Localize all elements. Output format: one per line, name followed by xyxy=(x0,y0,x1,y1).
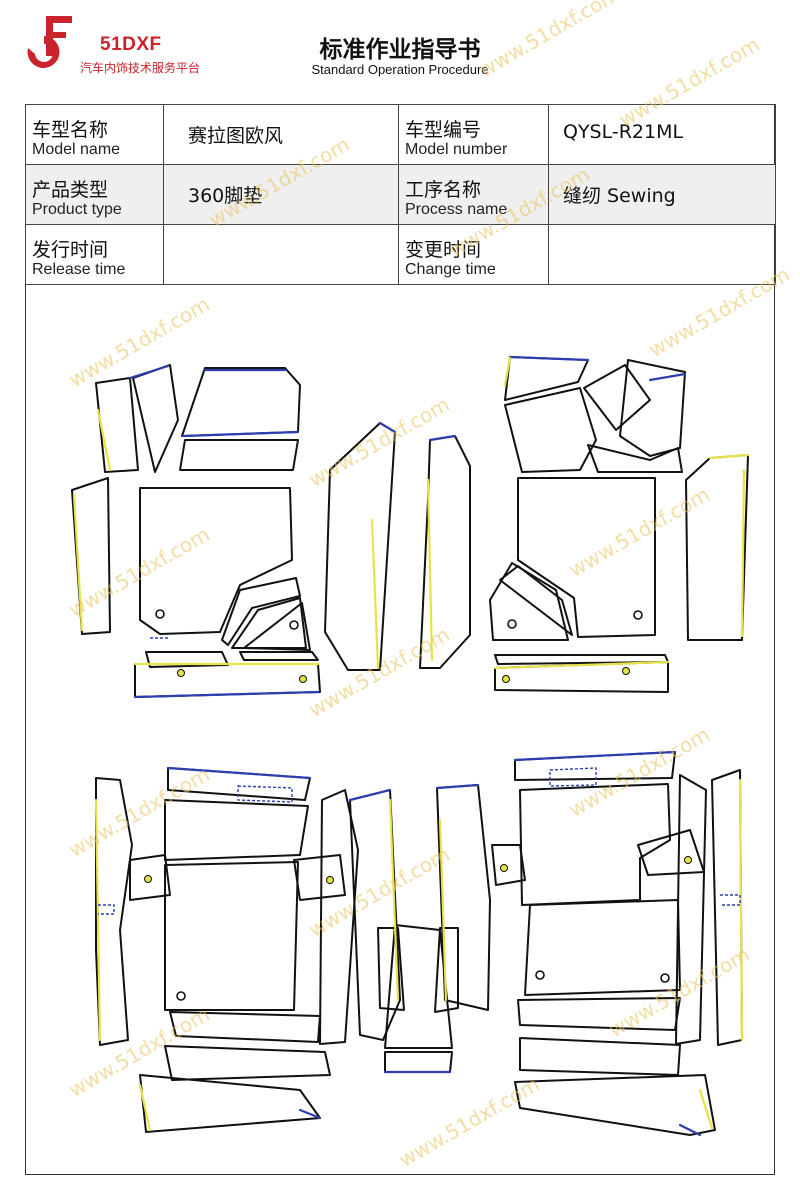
pattern-piece xyxy=(139,1074,321,1133)
edge-accent xyxy=(493,660,670,670)
page-subtitle: Standard Operation Procedure xyxy=(311,62,489,77)
release-time-value xyxy=(163,224,399,285)
pattern-piece xyxy=(319,789,359,1045)
floor-mat-pattern-drawing xyxy=(71,355,750,1137)
edge-accent xyxy=(166,766,312,780)
page-title: 标准作业指导书 xyxy=(319,37,481,63)
pattern-piece xyxy=(519,783,671,906)
pattern-piece xyxy=(619,359,686,457)
pattern-piece xyxy=(587,444,683,473)
pattern-piece xyxy=(384,924,453,1049)
edge-accent xyxy=(96,408,112,472)
pattern-piece xyxy=(164,1045,331,1081)
pattern-piece xyxy=(129,854,171,901)
pattern-piece xyxy=(583,364,651,431)
edge-accent xyxy=(388,798,400,1002)
info-table: 车型名称 Model name 赛拉图欧风 车型编号 Model number … xyxy=(25,104,776,285)
pattern-piece xyxy=(377,927,405,1011)
edge-accent xyxy=(438,818,448,1002)
process-name-value: 缝纫 Sewing xyxy=(548,164,776,225)
pattern-piece xyxy=(169,1011,321,1043)
pattern-piece xyxy=(384,1051,453,1073)
brand-logo: 51DXF 汽车内饰技术服务平台 xyxy=(22,14,252,78)
edge-accent xyxy=(138,1083,152,1132)
pattern-piece xyxy=(675,774,707,1045)
edge-accent xyxy=(378,421,397,434)
edge-accent xyxy=(678,1123,702,1137)
info-row-model: 车型名称 Model name 赛拉图欧风 车型编号 Model number … xyxy=(25,104,776,165)
pattern-piece xyxy=(489,562,569,641)
pattern-piece xyxy=(164,861,299,1011)
edge-accent xyxy=(513,750,677,762)
pattern-piece xyxy=(519,1037,681,1076)
pattern-piece xyxy=(132,364,179,473)
pattern-piece xyxy=(139,487,293,635)
pattern-piece xyxy=(685,454,749,641)
pattern-piece xyxy=(221,577,301,646)
model-number-label: 车型编号 Model number xyxy=(398,104,549,165)
change-time-label: 变更时间 Change time xyxy=(398,224,549,285)
pattern-piece xyxy=(419,435,471,669)
pattern-piece xyxy=(434,927,459,1013)
pattern-piece xyxy=(514,1074,716,1136)
edge-accent xyxy=(508,355,590,362)
pattern-piece xyxy=(239,651,319,661)
pattern-piece xyxy=(491,844,526,886)
edge-accent xyxy=(698,1088,714,1130)
pattern-piece xyxy=(179,439,299,471)
pattern-piece xyxy=(524,899,681,996)
edge-accent xyxy=(503,356,512,387)
pattern-piece xyxy=(293,854,346,901)
pattern-piece xyxy=(95,377,139,473)
product-type-value: 360脚垫 xyxy=(163,164,399,225)
edge-accent xyxy=(738,778,744,1042)
pattern-piece xyxy=(324,422,396,671)
info-row-product: 产品类型 Product type 360脚垫 工序名称 Process nam… xyxy=(25,164,776,225)
edge-accent xyxy=(740,468,746,638)
model-name-label: 车型名称 Model name xyxy=(25,104,164,165)
pattern-piece xyxy=(243,602,311,651)
pattern-piece xyxy=(231,597,307,649)
pattern-piece xyxy=(517,997,681,1031)
edge-accent xyxy=(435,783,480,790)
pattern-piece xyxy=(95,777,133,1046)
edge-accent xyxy=(94,798,102,1042)
edge-accent xyxy=(72,493,84,632)
logo-mark-icon xyxy=(27,16,72,68)
edge-accent xyxy=(298,1108,322,1120)
edge-accent xyxy=(648,372,687,382)
edge-accent xyxy=(428,434,457,442)
model-number-value: QYSL-R21ML xyxy=(548,104,776,165)
release-time-label: 发行时间 Release time xyxy=(25,224,164,285)
edge-accent xyxy=(133,690,320,699)
pattern-piece xyxy=(504,387,597,473)
edge-accent xyxy=(128,364,170,380)
model-name-value: 赛拉图欧风 xyxy=(163,104,399,165)
edge-accent xyxy=(348,788,392,802)
change-time-value xyxy=(548,224,776,285)
logo-brand: 51DXF xyxy=(100,34,162,55)
pattern-piece xyxy=(499,565,573,636)
edge-accent xyxy=(181,430,300,438)
product-type-label: 产品类型 Product type xyxy=(25,164,164,225)
pattern-piece xyxy=(504,356,589,401)
pattern-piece xyxy=(181,367,301,437)
process-name-label: 工序名称 Process name xyxy=(398,164,549,225)
pattern-piece xyxy=(164,799,309,861)
edge-accent xyxy=(426,478,434,662)
pattern-piece xyxy=(517,477,656,638)
pattern-piece xyxy=(711,769,743,1046)
pattern-piece xyxy=(349,789,401,1041)
info-row-time: 发行时间 Release time 变更时间 Change time xyxy=(25,224,776,285)
edge-accent xyxy=(370,518,380,670)
logo-tagline: 汽车内饰技术服务平台 xyxy=(80,61,201,75)
edge-accent xyxy=(708,453,750,460)
